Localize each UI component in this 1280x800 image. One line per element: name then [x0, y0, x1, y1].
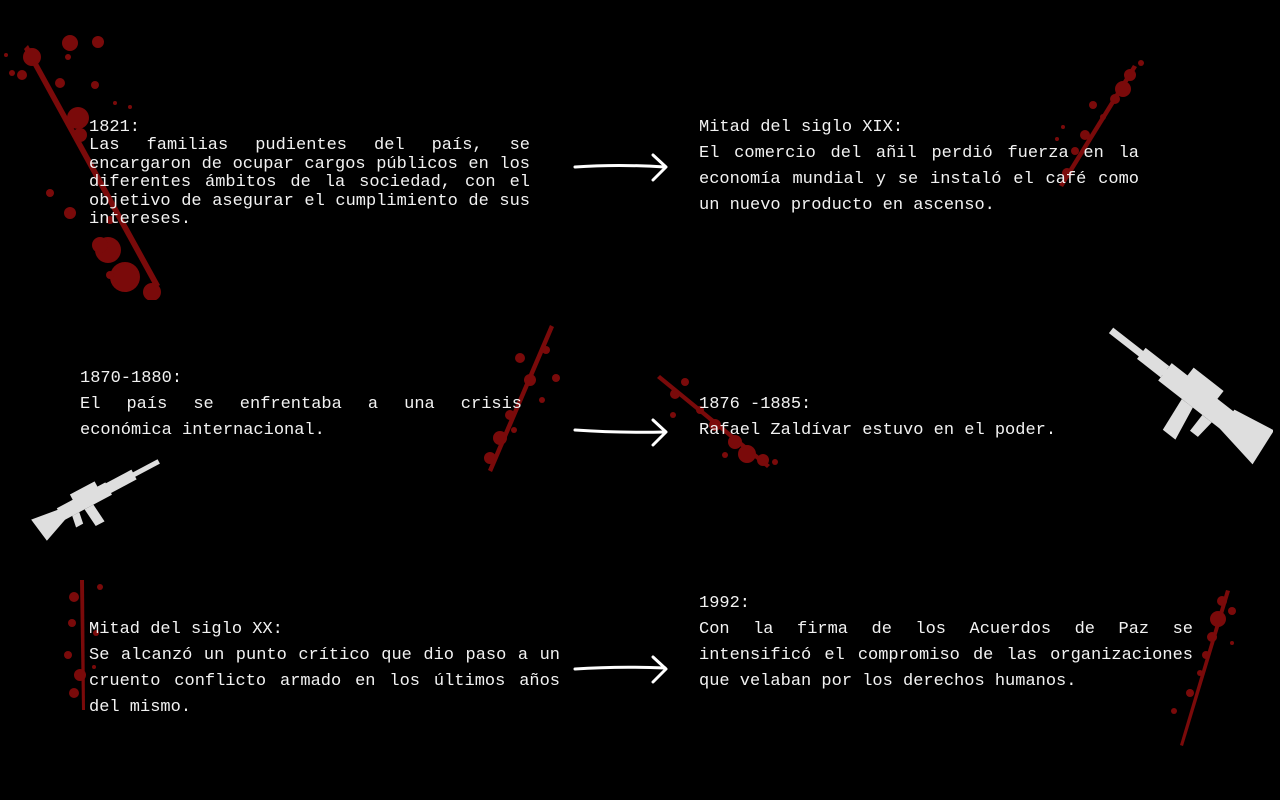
entry-text: El país se enfrentaba a una crisis econó…	[80, 395, 522, 440]
rifle-icon	[1108, 327, 1273, 465]
entry-text: Las familias pudientes del país, se enca…	[89, 136, 530, 229]
timeline-entry-mid-xx: Mitad del siglo XX: Se alcanzó un punto …	[89, 617, 560, 721]
entry-text: Con la firma de los Acuerdos de Paz se i…	[699, 620, 1193, 691]
timeline-entry-1821: 1821: Las familias pudientes del país, s…	[89, 119, 530, 230]
entry-text: El comercio del añil perdió fuerza en la…	[699, 144, 1139, 215]
entry-heading: Mitad del siglo XX:	[89, 620, 283, 639]
entry-heading: Mitad del siglo XIX:	[699, 118, 904, 137]
timeline-entry-mid-xix: Mitad del siglo XIX: El comercio del añi…	[699, 115, 1139, 219]
blood-splatter-icon	[657, 375, 778, 468]
timeline-entry-1876-1885: 1876 -1885: Rafael Zaldívar estuvo en el…	[699, 392, 1139, 444]
entry-heading: 1876 -1885:	[699, 395, 812, 414]
blood-splatter-icon	[1171, 590, 1236, 746]
blood-splatter-icon	[484, 325, 560, 472]
rifle-icon	[31, 459, 160, 541]
entry-heading: 1821:	[89, 118, 141, 137]
entry-text: Se alcanzó un punto crítico que dio paso…	[89, 646, 560, 717]
blood-splatter-icon	[4, 35, 161, 300]
timeline-entry-1992: 1992: Con la firma de los Acuerdos de Pa…	[699, 591, 1193, 695]
entry-heading: 1870-1880:	[80, 369, 183, 388]
entry-heading: 1992:	[699, 594, 751, 613]
arrow-right-icon	[573, 153, 668, 182]
timeline-entry-1870-1880: 1870-1880: El país se enfrentaba a una c…	[80, 366, 522, 444]
arrow-right-icon	[573, 418, 668, 447]
blood-splatter-icon	[64, 580, 103, 710]
entry-text: Rafael Zaldívar estuvo en el poder.	[699, 421, 1057, 440]
arrow-right-icon	[573, 655, 668, 684]
blood-splatter-icon	[1055, 60, 1144, 187]
